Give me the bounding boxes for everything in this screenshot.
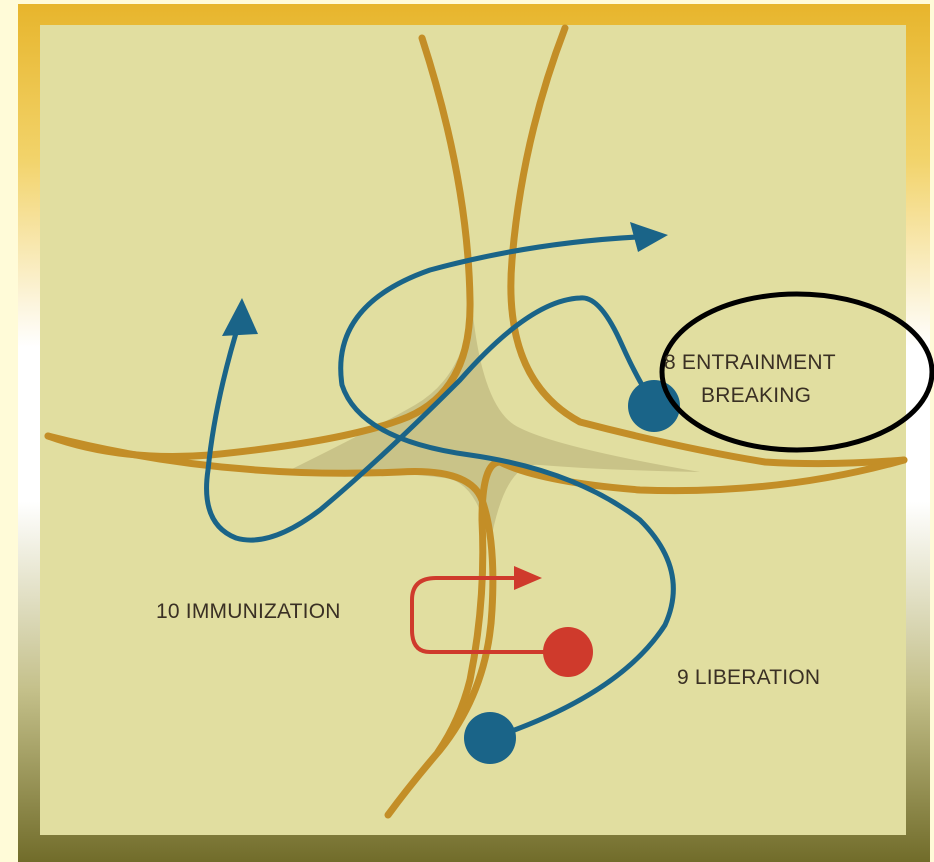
highlight-ellipse [659,291,934,453]
separatrices [44,24,908,819]
immunization-start-dot-icon [543,627,593,677]
entrainment-arrowhead-icon [222,298,258,336]
separatrix-top-left [44,34,474,460]
basin-shading [290,280,700,545]
entrainment-label-line1: 8 ENTRAINMENT [664,351,836,374]
liberation-start-dot-icon [464,712,516,764]
separatrix-top-right [507,24,908,468]
immunization-arrowhead-icon [514,566,542,590]
entrainment-label-line2: BREAKING [701,384,812,407]
liberation-path [338,233,676,741]
entrainment-path [204,295,658,543]
liberation-arrowhead-icon [630,222,668,252]
entrainment-start-dot-icon [628,380,680,432]
separatrix-bottom-right [434,456,908,756]
immunization-path [410,576,562,654]
liberation-label: 9 LIBERATION [677,666,821,689]
immunization-label: 10 IMMUNIZATION [156,600,341,623]
